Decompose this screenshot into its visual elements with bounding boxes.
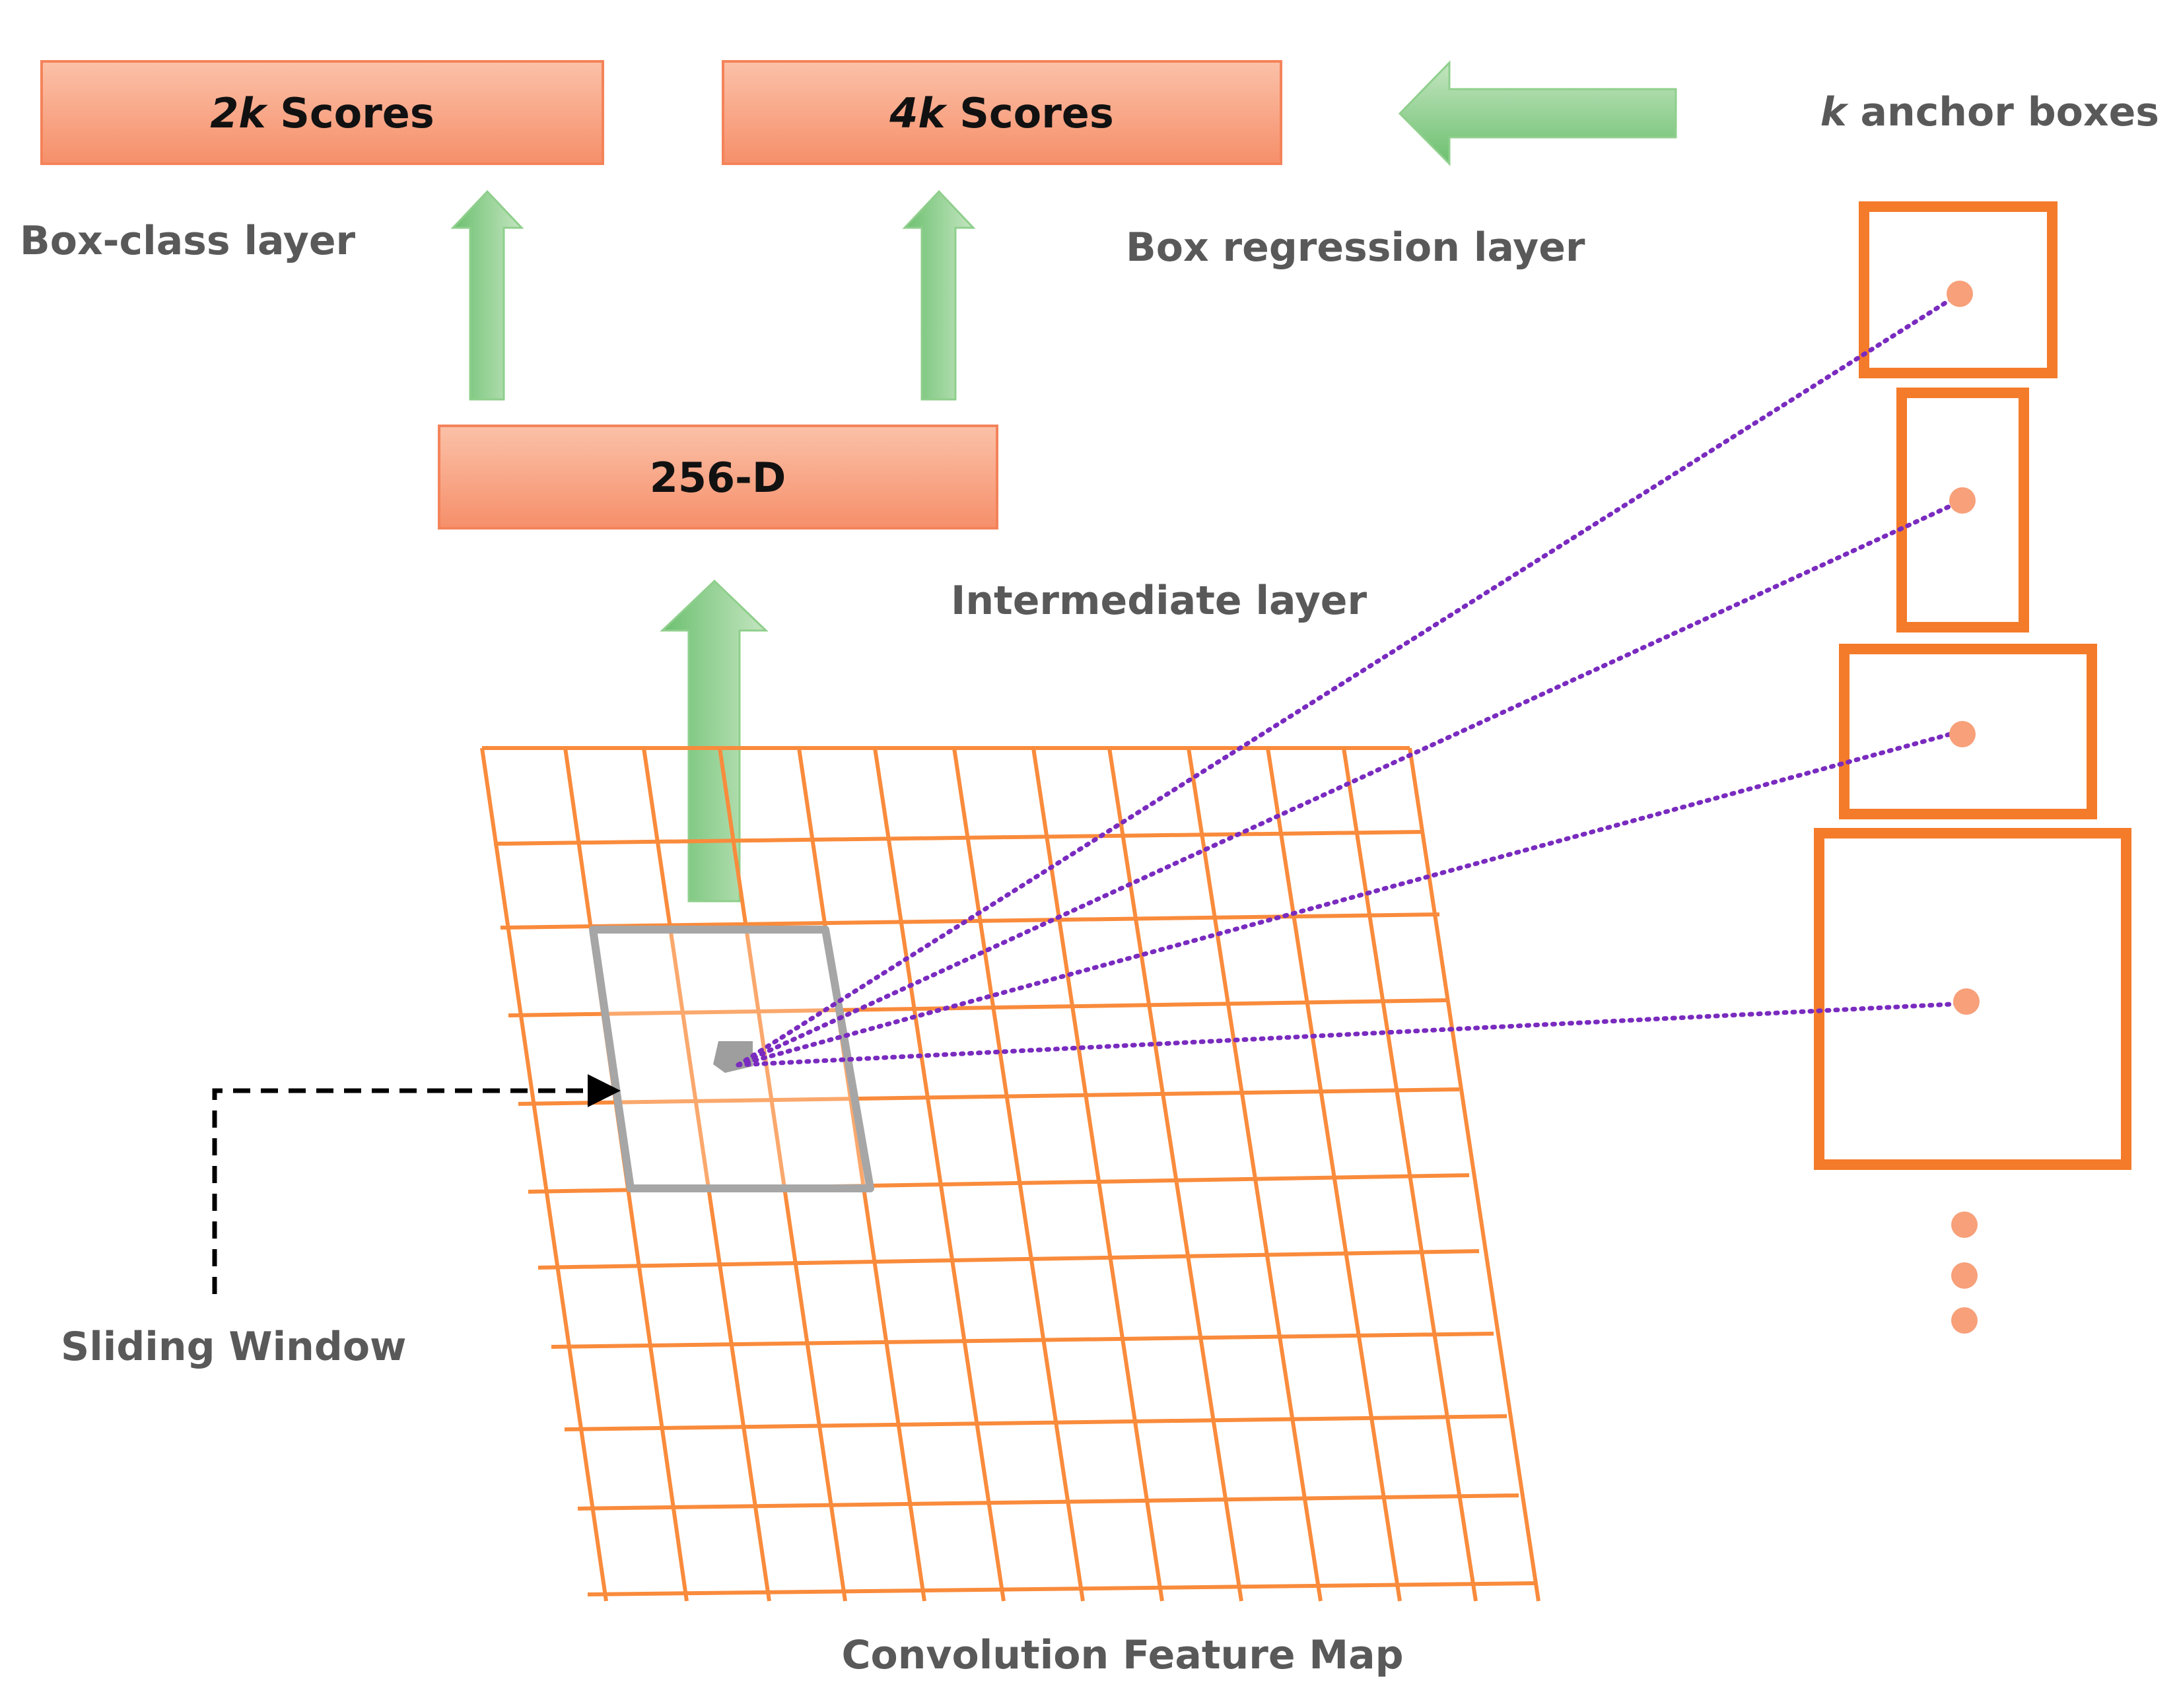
sliding-window-label: Sliding Window — [61, 1324, 406, 1370]
anchor-projection-lines — [736, 291, 1967, 1068]
anchor-box-1 — [1859, 201, 2058, 378]
sliding-window-center — [713, 1041, 753, 1073]
anchor-boxes — [1814, 201, 2131, 1170]
feature-map-label: Convolution Feature Map — [841, 1632, 1403, 1678]
intermediate-layer-label: Intermediate layer — [951, 578, 1367, 624]
anchor-boxes-label: k anchor boxes — [1820, 89, 2159, 135]
anchor-center-dots — [1947, 281, 1980, 1015]
feature-map-grid — [480, 746, 1540, 1602]
box-regression-scores-label: 4k Scores — [889, 89, 1114, 137]
box-regression-layer-label: Box regression layer — [1126, 224, 1585, 271]
intermediate-to-class-arrow — [450, 189, 524, 401]
intermediate-to-regression-arrow — [902, 189, 976, 401]
anchor-box-2 — [1896, 388, 2029, 632]
anchor-box-3 — [1839, 644, 2097, 819]
box-regression-scores-box: 4k Scores — [722, 60, 1282, 165]
feature-map-to-intermediate-arrow — [660, 579, 769, 903]
box-class-scores-box: 2k Scores — [40, 60, 604, 165]
anchor-to-regression-arrow — [1398, 60, 1677, 166]
sliding-window-pointer — [212, 1074, 621, 1294]
anchor-box-4 — [1814, 828, 2131, 1170]
intermediate-box-label: 256-D — [650, 454, 786, 502]
intermediate-box: 256-D — [438, 425, 998, 529]
more-anchors-ellipsis — [1951, 1212, 1978, 1334]
box-class-layer-label: Box-class layer — [20, 218, 356, 264]
box-class-scores-label: 2k Scores — [210, 89, 434, 137]
